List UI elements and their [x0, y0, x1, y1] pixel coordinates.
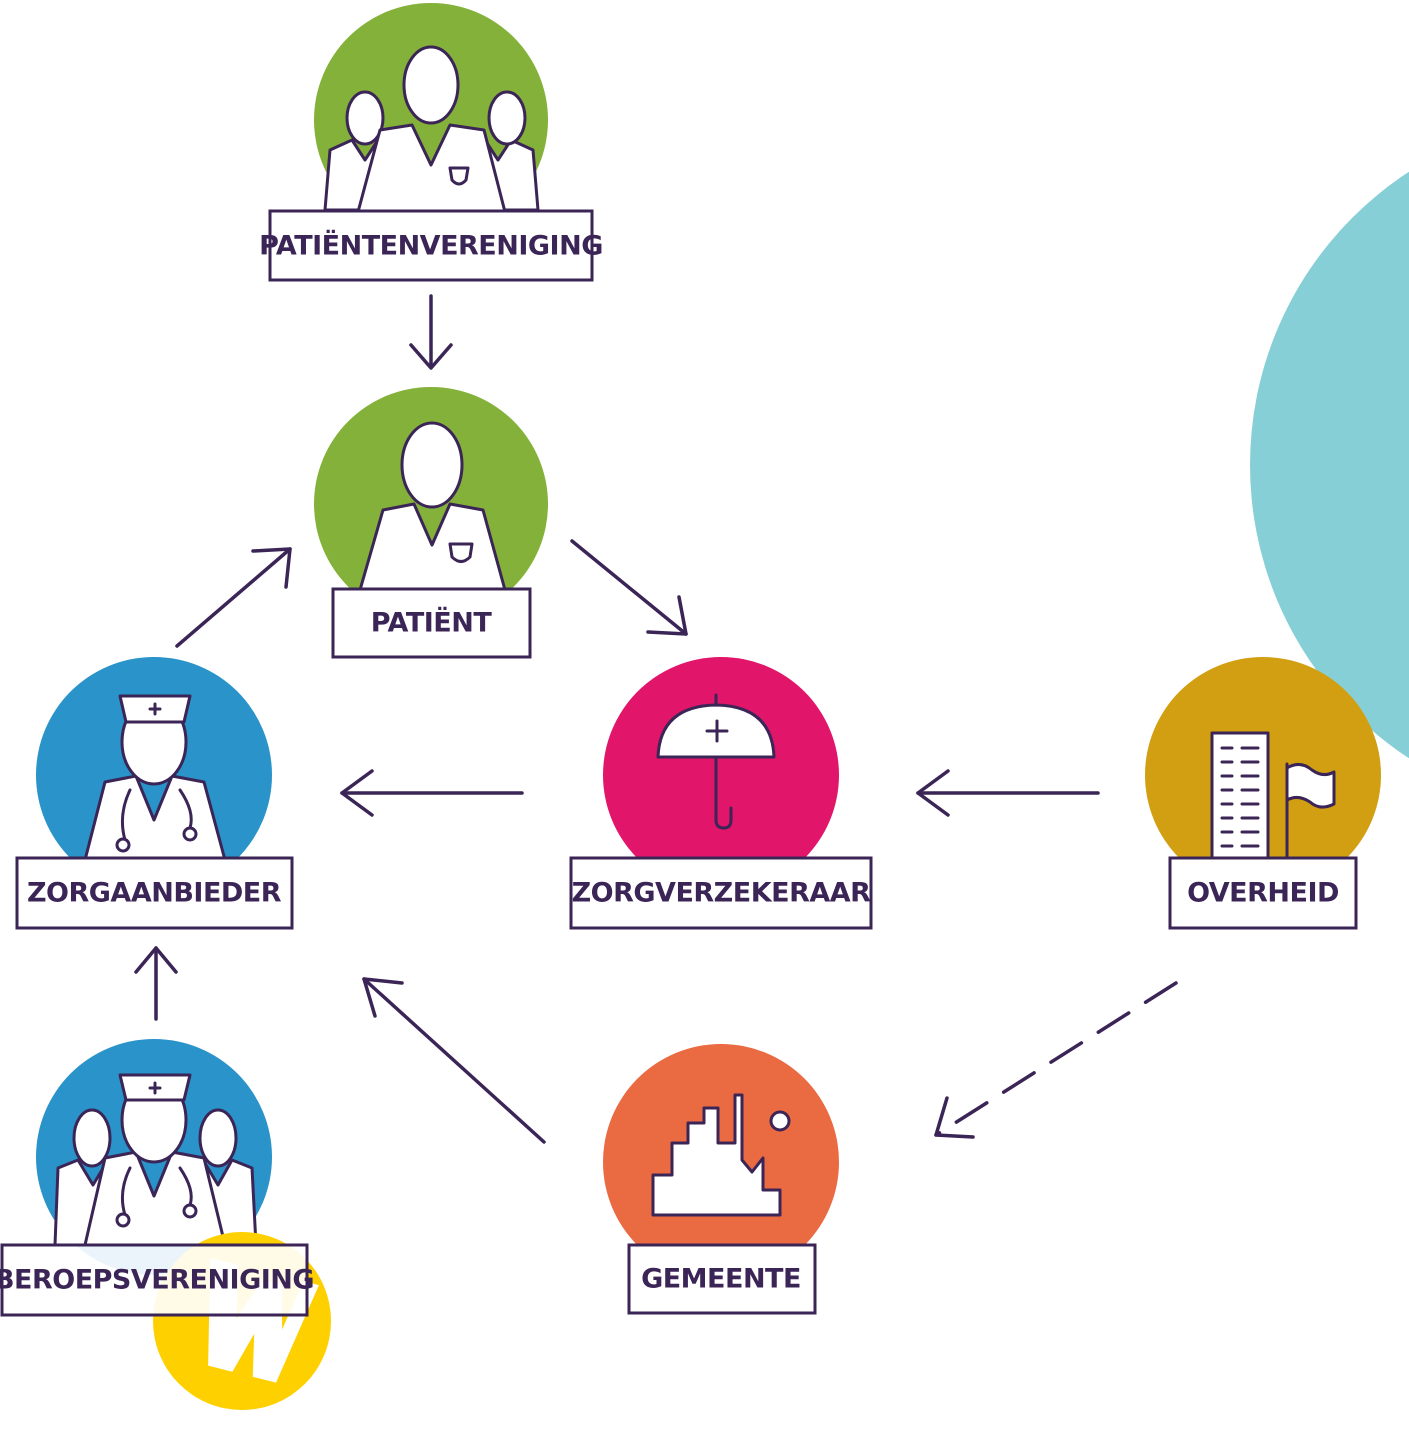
node-patientenvereniging: PATIËNTENVERENIGING	[259, 3, 603, 282]
node-label: OVERHEID	[1187, 878, 1339, 909]
node-circle	[603, 657, 839, 893]
edges	[134, 294, 1178, 1144]
edge-patientenvereniging-to-patient	[409, 294, 453, 370]
node-label: GEMEENTE	[641, 1264, 801, 1295]
label-box	[1168, 856, 1358, 930]
nurse-group-icon	[53, 1073, 258, 1247]
node-label: ZORGVERZEKERAAR	[572, 878, 872, 909]
background-teal-circle	[1250, 171, 1409, 759]
label-box	[569, 856, 873, 930]
edge-overheid-to-gemeente	[934, 981, 1178, 1139]
umbrella-icon	[656, 693, 776, 830]
edge-beroepsvereniging-to-zorgaanbieder	[134, 946, 178, 1021]
patient-icon	[358, 421, 507, 592]
edge-zorgverzekeraar-to-zorgaanbieder	[340, 769, 524, 817]
node-label: PATIËNT	[371, 607, 493, 639]
edge-patient-to-zorgverzekeraar	[570, 539, 688, 636]
town-icon	[651, 1093, 791, 1217]
edge-overheid-to-zorgverzekeraar	[916, 769, 1100, 817]
label-box	[268, 209, 594, 282]
node-overheid: OVERHEID	[1145, 657, 1381, 930]
node-zorgverzekeraar: ZORGVERZEKERAAR	[569, 657, 873, 930]
building-windows	[1220, 746, 1260, 848]
node-label: PATIËNTENVERENIGING	[259, 230, 603, 262]
node-label: ZORGAANBIEDER	[27, 878, 282, 909]
node-patient: PATIËNT	[314, 387, 548, 659]
label-box	[15, 856, 294, 930]
node-zorgaanbieder: ZORGAANBIEDER	[15, 657, 294, 930]
node-beroepsvereniging: BEROEPSVERENIGING	[0, 1039, 331, 1410]
node-label: BEROEPSVERENIGING	[0, 1265, 314, 1296]
edge-zorgaanbieder-to-patient	[175, 547, 292, 648]
nurse-icon	[83, 694, 227, 862]
government-building-icon	[1210, 731, 1336, 861]
flag	[1285, 763, 1336, 809]
patient-group-icon	[323, 45, 540, 214]
label-box	[331, 587, 532, 659]
node-gemeente: GEMEENTE	[603, 1044, 839, 1315]
label-box	[0, 1243, 309, 1317]
label-box	[627, 1243, 817, 1315]
edge-gemeente-to-zorgaanbieder	[362, 977, 546, 1144]
